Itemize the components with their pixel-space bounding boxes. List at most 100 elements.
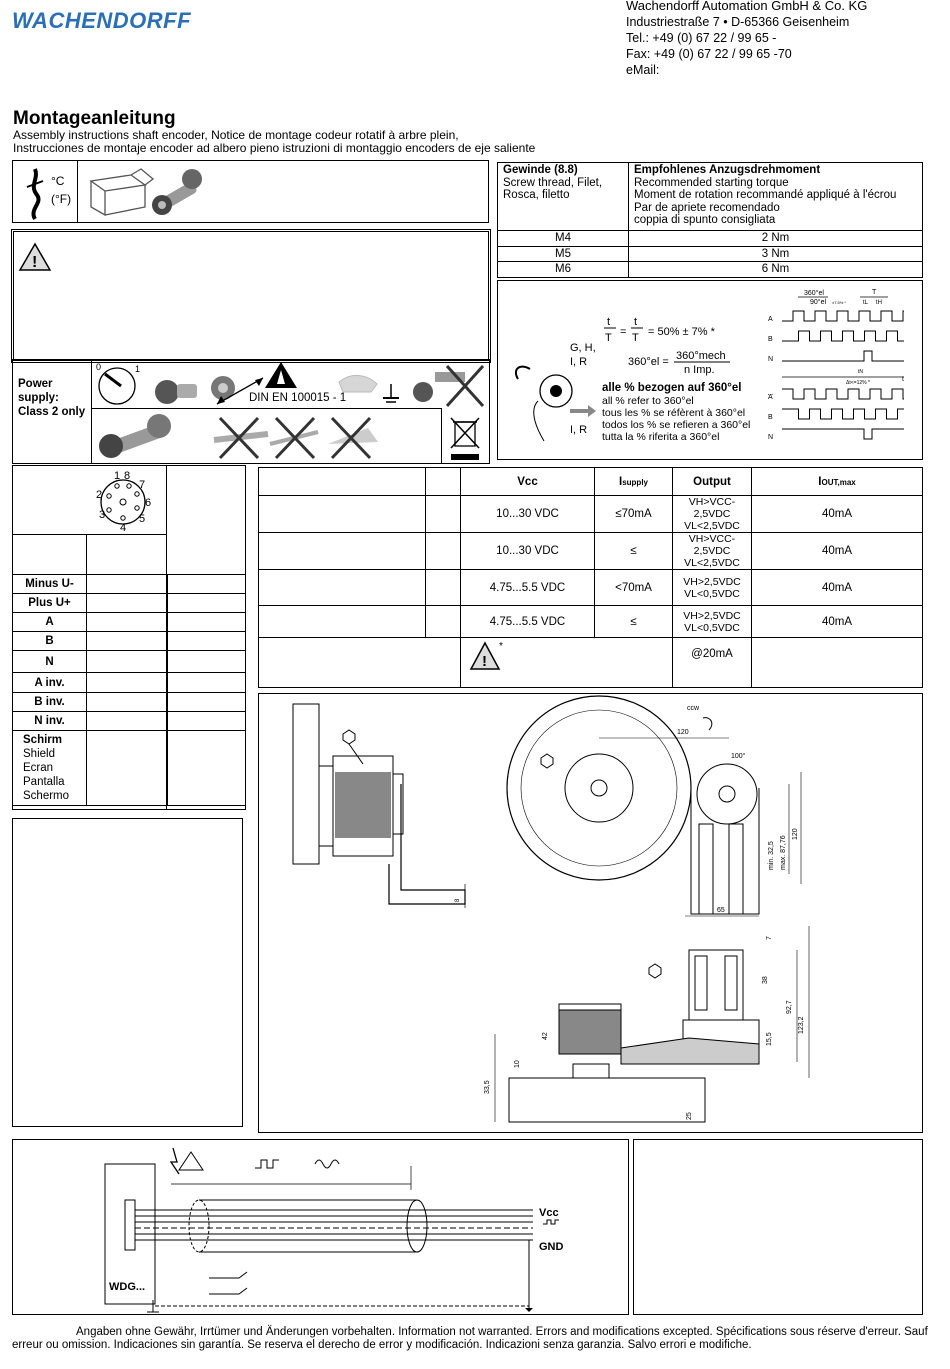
divider bbox=[91, 408, 441, 409]
encoder-mount-photo-icon bbox=[99, 414, 171, 458]
dim-8: 8 bbox=[455, 898, 461, 902]
torque-m6: 6 Nm bbox=[628, 261, 923, 278]
head-isupply: Isupply bbox=[594, 467, 673, 496]
rotation-arrow-icon bbox=[514, 365, 531, 380]
torque-head-thread: Gewinde (8.8) Screw thread, Filet, Rosca… bbox=[497, 162, 629, 231]
mounting-plate bbox=[292, 703, 320, 865]
svg-text:=: = bbox=[620, 326, 626, 338]
power-line-1: Power bbox=[18, 378, 53, 390]
power-supply-note: Power supply: Class 2 only bbox=[18, 377, 85, 419]
notes-box bbox=[12, 818, 243, 1127]
row2-isup: ≤ bbox=[594, 532, 673, 570]
row1-vcc: 10...30 VDC bbox=[460, 495, 595, 533]
formula-360: 360°el = bbox=[628, 356, 669, 368]
torque-title: Empfohlenes Anzugsdrehmoment bbox=[634, 164, 821, 176]
channel-label-4: B bbox=[768, 414, 773, 421]
company-street: Industriestraße 7 • D-65366 Geisenheim bbox=[626, 15, 850, 29]
prohibited-tools-icon bbox=[213, 416, 378, 460]
ghi-1: G, H, bbox=[570, 342, 596, 354]
formula-tl: t bbox=[607, 316, 610, 328]
dimension-svg: 8 120 100° ccw 65 min. 32,5 max. 87,76 1… bbox=[292, 695, 810, 1123]
page-title: Montageanleitung bbox=[13, 108, 176, 129]
delta-label: Δt<=12% * bbox=[846, 380, 870, 386]
waveform-5 bbox=[782, 428, 904, 440]
din-standard: DIN EN 100015 - 1 bbox=[249, 392, 347, 404]
lightning-icon bbox=[169, 1147, 180, 1175]
channel-label-0: A bbox=[768, 316, 773, 323]
row4-isup: ≤ bbox=[594, 605, 673, 638]
channel-label-2: N bbox=[768, 356, 773, 363]
svg-text:7: 7 bbox=[139, 479, 145, 491]
signal-box: t T = t T = 50% ± 7% * 360°el = 360°mech… bbox=[497, 280, 923, 460]
esd-warning-icon bbox=[265, 362, 297, 388]
disclaimer-footer: Angaben ohne Gewähr, Irrtümer und Änderu… bbox=[12, 1326, 928, 1351]
shield-es: Pantalla bbox=[23, 776, 65, 788]
torque-m4: 2 Nm bbox=[628, 230, 923, 247]
dimension-drawing: 8 120 100° ccw 65 min. 32,5 max. 87,76 1… bbox=[258, 693, 923, 1133]
warning-triangle-icon: ! bbox=[18, 242, 52, 271]
connector-photo-icon bbox=[211, 376, 235, 400]
t-axis-label: t bbox=[902, 376, 904, 383]
thread-sub-2: Rosca, filetto bbox=[503, 189, 570, 201]
page-subtitle-2: Instrucciones de montaje encoder ad albe… bbox=[13, 141, 536, 155]
gnd-label: GND bbox=[539, 1241, 564, 1253]
direction-arrow-icon bbox=[570, 405, 596, 417]
torque-table: Gewinde (8.8) Screw thread, Filet, Rosca… bbox=[497, 162, 923, 278]
pin-n-inv: N inv. bbox=[12, 711, 87, 731]
pin-b: B bbox=[12, 631, 87, 651]
torque-sub-2: Moment de rotation recommandé appliqué à… bbox=[634, 189, 897, 201]
divider bbox=[91, 360, 92, 464]
wdg-label: WDG... bbox=[109, 1281, 145, 1293]
arrow-icon bbox=[216, 377, 264, 405]
dim-65: 65 bbox=[717, 907, 725, 914]
dim-15-5: 15,5 bbox=[766, 1032, 773, 1046]
hex-icon bbox=[342, 729, 356, 745]
company-email: eMail: bbox=[626, 63, 660, 77]
storage-box: °C (°F) bbox=[12, 160, 489, 223]
company-name: Wachendorff Automation GmbH & Co. KG bbox=[626, 0, 868, 13]
encoder-body-bottom bbox=[558, 1007, 622, 1055]
dim-38: 38 bbox=[762, 976, 769, 984]
thread-m6: M6 bbox=[497, 261, 629, 278]
pin-a-inv: A inv. bbox=[12, 672, 87, 693]
signal-note-3: todos los % se refieren a 360°el bbox=[602, 419, 750, 431]
dim-120-top: 120 bbox=[677, 729, 689, 736]
waveform-0 bbox=[782, 310, 904, 322]
wiring-diagram: WDG... Vcc GND bbox=[12, 1139, 629, 1315]
thread-m5: M5 bbox=[497, 245, 629, 262]
torque-head-value: Empfohlenes Anzugsdrehmoment Recommended… bbox=[628, 162, 923, 231]
wiring-svg: WDG... Vcc GND bbox=[104, 1147, 564, 1313]
hand-ground-icon bbox=[338, 375, 399, 403]
row3-iout: 40mA bbox=[751, 569, 923, 606]
svg-text:*: * bbox=[499, 641, 503, 652]
torque-m5: 3 Nm bbox=[628, 245, 923, 262]
shield-title: Schirm bbox=[23, 734, 62, 746]
thread-title: Gewinde (8.8) bbox=[503, 164, 578, 176]
row5-warning: ! * bbox=[460, 637, 673, 688]
company-tel: Tel.: +49 (0) 67 22 / 99 65 - bbox=[626, 31, 777, 45]
top-th: tH bbox=[876, 300, 882, 306]
dim-7: 7 bbox=[766, 936, 773, 940]
dim-42: 42 bbox=[542, 1032, 549, 1040]
connector-pinout-icon: 1 8 7 2 6 3 5 4 bbox=[96, 470, 151, 532]
channel-label-1: B bbox=[768, 336, 773, 343]
pin-table: Minus U- Plus U+ A B N A inv. B inv. N i… bbox=[12, 574, 246, 806]
svg-text:1: 1 bbox=[135, 364, 140, 374]
svg-text:4: 4 bbox=[120, 522, 126, 532]
svg-text:8: 8 bbox=[124, 470, 130, 482]
vcc-label: Vcc bbox=[539, 1207, 559, 1219]
page-subtitle-1: Assembly instructions shaft encoder, Not… bbox=[13, 128, 459, 142]
svg-text:0: 0 bbox=[96, 362, 101, 372]
top-360: 360°el bbox=[804, 289, 824, 297]
waveform-2 bbox=[782, 350, 904, 362]
dim-min: min. 32,5 bbox=[768, 841, 775, 870]
shield-fr: Ecran bbox=[23, 762, 54, 774]
top-90: 90°el bbox=[810, 298, 826, 306]
ghi-2: I, R bbox=[570, 356, 587, 368]
dial-icon: 1 0 bbox=[96, 362, 140, 405]
warning-box: ! bbox=[11, 229, 491, 363]
top-T: T bbox=[872, 289, 877, 296]
